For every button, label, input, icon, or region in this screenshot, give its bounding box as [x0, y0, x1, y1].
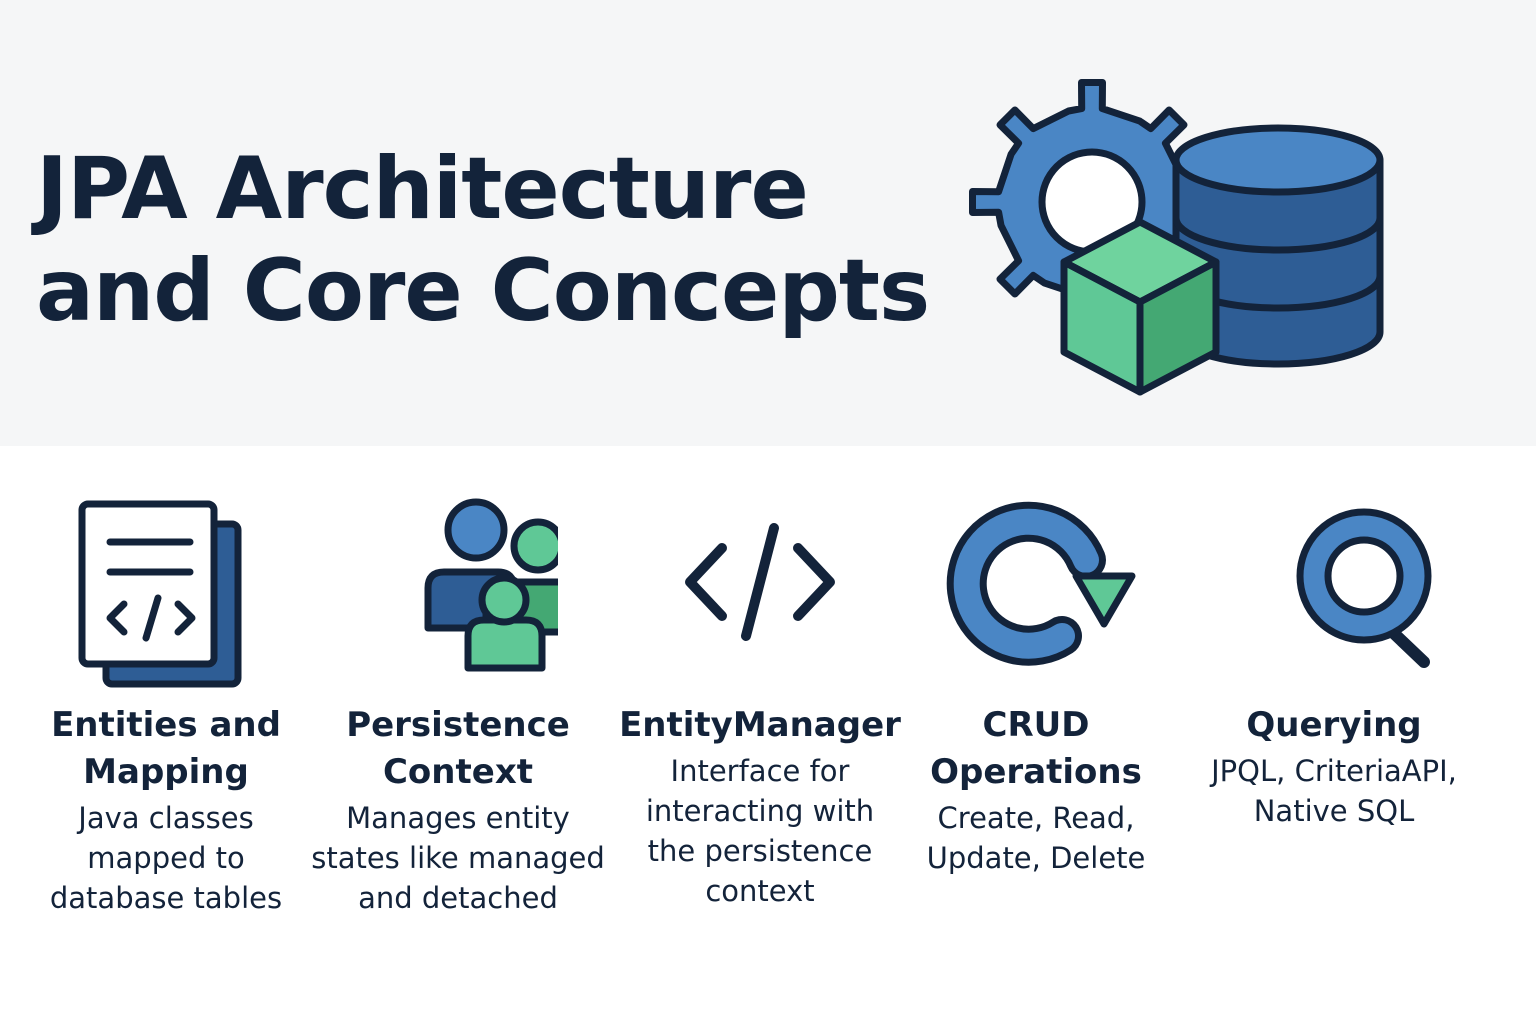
concept-title: CRUD Operations [886, 702, 1186, 796]
refresh-arrow-icon [946, 501, 1136, 666]
concept-persistence-context: Persistence Context Manages entity state… [308, 496, 608, 936]
concept-title-line: EntityManager [619, 705, 901, 745]
database-icon [1172, 124, 1384, 368]
cube-icon [1060, 218, 1220, 396]
concept-desc-line: Native SQL [1253, 794, 1415, 828]
concept-desc-line: interacting with [645, 794, 875, 828]
concept-title: Entities and Mapping [16, 702, 316, 796]
concept-description: Manages entity states like managed and d… [308, 798, 608, 918]
concept-desc-line: states like managed [311, 841, 605, 875]
concept-desc-line: Interface for [670, 754, 850, 788]
concept-title-line: Mapping [83, 752, 249, 792]
title-line-1: JPA Architecture [36, 139, 809, 239]
concept-description: JPQL, CriteriaAPI, Native SQL [1184, 751, 1484, 831]
concept-desc-line: Update, Delete [926, 841, 1146, 875]
magnifier-icon [1296, 508, 1432, 668]
concept-title-line: Operations [930, 752, 1142, 792]
concept-title: Persistence Context [308, 702, 608, 796]
concept-description: Create, Read, Update, Delete [886, 798, 1186, 878]
concept-desc-line: Manages entity [346, 801, 570, 835]
document-code-icon [78, 500, 242, 688]
concept-desc-line: Create, Read, [937, 801, 1135, 835]
concept-desc-line: JPQL, CriteriaAPI, [1211, 754, 1457, 788]
concept-desc-line: the persistence [647, 834, 873, 868]
concept-title-line: Querying [1246, 705, 1422, 745]
concept-description: Interface for interacting with the persi… [610, 751, 910, 911]
concept-title-line: Entities and [51, 705, 281, 745]
title-line-2: and Core Concepts [36, 241, 930, 341]
concept-description: Java classes mapped to database tables [16, 798, 316, 918]
concept-desc-line: context [705, 874, 815, 908]
concept-title: EntityManager [610, 702, 910, 749]
concept-title-line: Persistence [346, 705, 570, 745]
concept-title-line: CRUD [982, 705, 1090, 745]
concept-title-line: Context [382, 752, 533, 792]
concept-desc-line: Java classes [78, 801, 254, 835]
concept-querying: Querying JPQL, CriteriaAPI, Native SQL [1184, 496, 1484, 936]
concept-desc-line: mapped to [87, 841, 245, 875]
concept-title: Querying [1184, 702, 1484, 749]
concept-desc-line: database tables [49, 881, 283, 915]
users-group-icon [424, 498, 558, 672]
hero-illustration [969, 79, 1384, 396]
concept-entities-mapping: Entities and Mapping Java classes mapped… [16, 496, 316, 936]
concept-crud-operations: CRUD Operations Create, Read, Update, De… [886, 496, 1186, 936]
page-title: JPA Architecture and Core Concepts [36, 138, 930, 342]
concept-desc-line: and detached [358, 881, 558, 915]
hero-banner: JPA Architecture and Core Concepts [0, 0, 1536, 446]
code-brackets-icon [685, 523, 835, 641]
concept-entitymanager: EntityManager Interface for interacting … [610, 496, 910, 936]
